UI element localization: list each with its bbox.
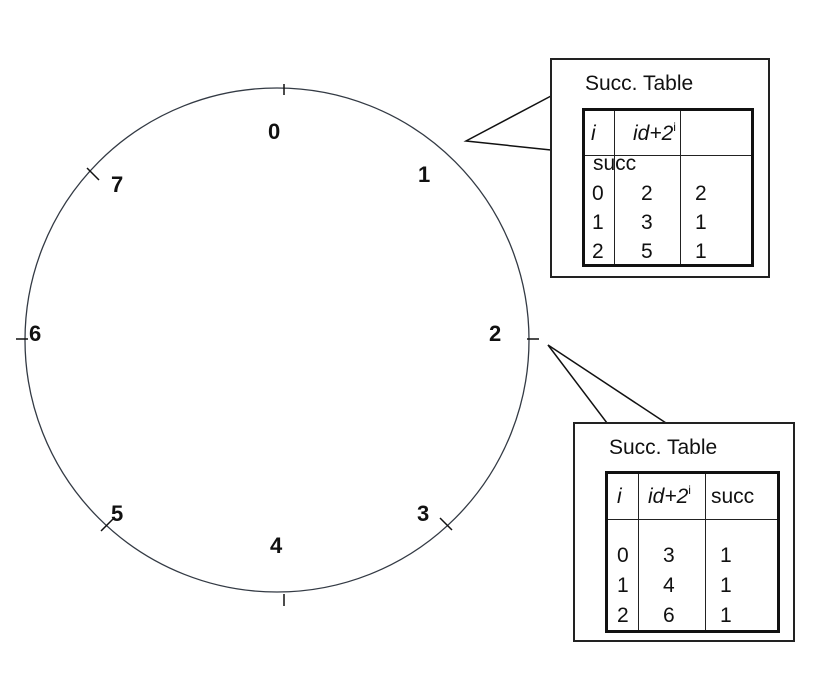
row-2-i: 2 <box>617 604 629 627</box>
row-0-target: 2 <box>641 182 653 205</box>
node-label-7: 7 <box>111 172 124 197</box>
row-1-succ: 1 <box>695 211 707 234</box>
row-1-succ: 1 <box>720 574 732 597</box>
succ-table-callout-node-2: Succ. Table i id+2i succ 0 3 1 1 4 1 2 6… <box>573 422 795 642</box>
node-label-2: 2 <box>489 321 502 346</box>
succ-table-title: Succ. Table <box>609 436 718 459</box>
header-succ: succ <box>711 485 755 508</box>
header-id-plus-2-pow-i: id+2i <box>648 483 691 508</box>
row-1-target: 4 <box>663 574 675 597</box>
row-2-succ: 1 <box>695 240 707 263</box>
node-label-3: 3 <box>417 501 430 526</box>
node-label-5: 5 <box>111 501 124 526</box>
tick-5 <box>100 518 114 532</box>
tick-7 <box>86 167 100 181</box>
succ-table-callout-node-1: Succ. Table i id+2i succ 0 2 2 1 3 1 2 5… <box>550 58 770 278</box>
node-label-0: 0 <box>268 119 281 144</box>
header-i: i <box>591 122 596 145</box>
row-2-target: 6 <box>663 604 675 627</box>
row-2-target: 5 <box>641 240 653 263</box>
node-label-1: 1 <box>418 162 431 187</box>
row-0-succ: 2 <box>695 182 707 205</box>
succ-table: i id+2i succ 0 3 1 1 4 1 2 6 1 <box>605 471 780 633</box>
tick-3 <box>439 517 453 531</box>
row-0-target: 3 <box>663 544 675 567</box>
succ-table-title: Succ. Table <box>585 72 694 95</box>
succ-table: i id+2i succ 0 2 2 1 3 1 2 5 1 <box>582 108 754 267</box>
node-label-6: 6 <box>29 321 42 346</box>
row-0-i: 0 <box>617 544 629 567</box>
row-0-i: 0 <box>592 182 604 205</box>
row-1-i: 1 <box>617 574 629 597</box>
row-2-i: 2 <box>592 240 604 263</box>
callout-pointer-node-2-right <box>547 344 667 424</box>
ring-circle <box>24 87 530 593</box>
header-i: i <box>617 485 622 508</box>
row-0-succ: 1 <box>720 544 732 567</box>
callout-pointer-node-1 <box>463 95 552 151</box>
row-1-target: 3 <box>641 211 653 234</box>
row-1-i: 1 <box>592 211 604 234</box>
header-succ: succ <box>593 152 637 175</box>
header-id-plus-2-pow-i: id+2i <box>633 120 676 145</box>
row-2-succ: 1 <box>720 604 732 627</box>
node-label-4: 4 <box>270 533 283 558</box>
